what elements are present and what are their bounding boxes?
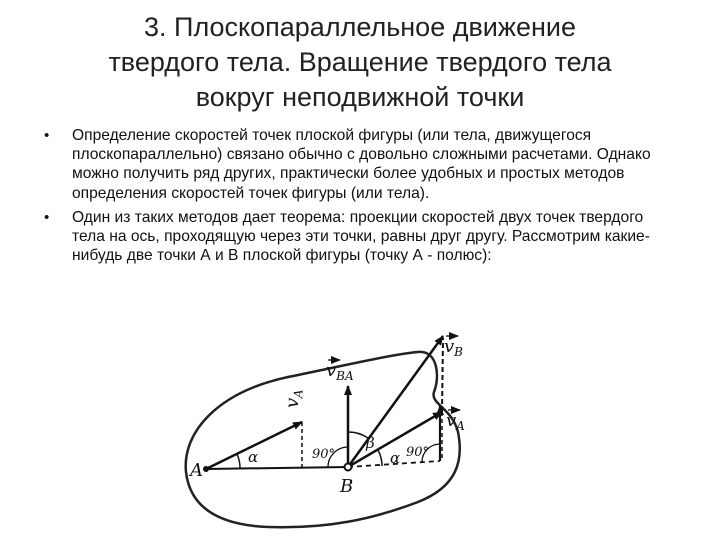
title-line-3: вокруг неподвижной точки bbox=[195, 82, 525, 112]
title-line-1: 3. Плоскопараллельное движение bbox=[144, 12, 576, 42]
label-va-left: vA bbox=[282, 389, 306, 409]
velocity-diagram: A B vA vBA vB vA α α β 90° 90° bbox=[184, 332, 465, 529]
bullet-marker: • bbox=[44, 127, 50, 144]
bullet-item-2: • Один из таких методов дает теорема: пр… bbox=[40, 208, 680, 266]
label-vb: vB bbox=[444, 336, 463, 359]
bullet-item-1: • Определение скоростей точек плоской фи… bbox=[40, 126, 680, 203]
label-90-left: 90° bbox=[312, 447, 335, 462]
angle-alpha-arc-right bbox=[377, 449, 383, 467]
bullet-marker: • bbox=[44, 208, 50, 226]
label-beta: β bbox=[365, 434, 375, 452]
vector-sum-dashed bbox=[441, 337, 444, 413]
label-va-right: vA bbox=[446, 410, 465, 433]
bullet-text-1: Определение скоростей точек плоской фигу… bbox=[72, 127, 651, 202]
label-90-right: 90° bbox=[406, 445, 429, 460]
vector-va-at-a bbox=[205, 420, 303, 471]
line-ab bbox=[205, 466, 349, 470]
angle-90-arc-left bbox=[327, 446, 349, 469]
line-ab-extension bbox=[347, 460, 441, 468]
angle-90-arc-right bbox=[421, 443, 441, 463]
slide-title: 3. Плоскопараллельное движение твердого … bbox=[40, 10, 680, 115]
label-alpha-right: α bbox=[390, 449, 400, 467]
plane-figure-outline bbox=[184, 350, 462, 529]
bullet-text-2: Один из таких методов дает теорема: прое… bbox=[72, 208, 650, 265]
point-b bbox=[343, 462, 353, 472]
angle-beta-arc bbox=[347, 431, 369, 439]
title-line-2: твердого тела. Вращение твердого тела bbox=[108, 47, 612, 77]
label-vba: vBA bbox=[326, 360, 354, 383]
point-a bbox=[203, 466, 209, 472]
vector-va-at-b bbox=[347, 410, 443, 469]
bullet-list: • Определение скоростей точек плоской фи… bbox=[40, 126, 680, 270]
vector-vb bbox=[346, 335, 445, 468]
angle-alpha-arc-left bbox=[236, 453, 241, 469]
label-point-b: B bbox=[339, 476, 353, 497]
label-alpha-left: α bbox=[248, 448, 258, 466]
label-point-a: A bbox=[188, 460, 203, 481]
